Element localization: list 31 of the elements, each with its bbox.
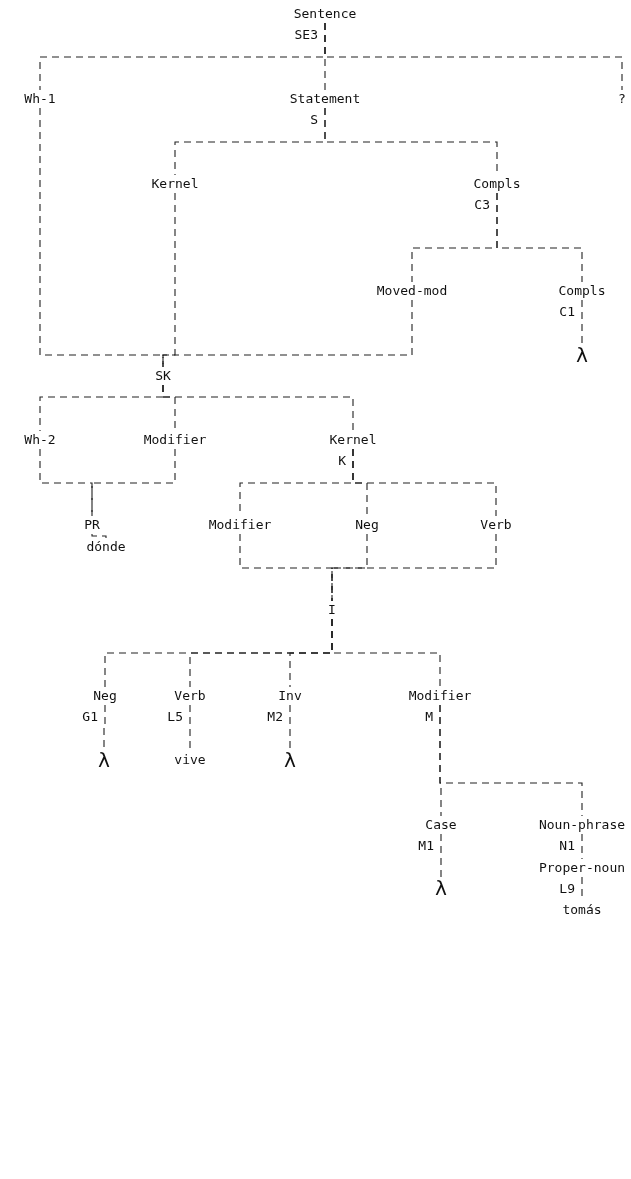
rule-label: C3 — [474, 197, 490, 213]
tree-branch-line — [162, 299, 413, 368]
lambda-symbol: λ — [97, 751, 111, 769]
rule-label: N1 — [559, 838, 575, 854]
tree-branch-line — [331, 618, 441, 688]
tree-branch-line — [496, 192, 583, 283]
rule-label: SE3 — [294, 27, 318, 43]
tree-branch-line — [324, 22, 623, 91]
rule-label: M — [425, 709, 433, 725]
rule-label: S — [310, 112, 318, 128]
rule-label: C1 — [559, 304, 575, 320]
tree-branch-line — [581, 833, 583, 860]
rule-label: L9 — [559, 881, 575, 897]
tree-branch-line — [352, 448, 497, 517]
tree-branch-line — [440, 833, 442, 880]
tree-branch-line — [439, 704, 583, 817]
lambda-symbol: λ — [434, 879, 448, 897]
rule-label: K — [338, 453, 346, 469]
node-label: Noun-phrase — [537, 816, 627, 834]
rule-label: L5 — [167, 709, 183, 725]
node-label: Compls — [472, 175, 522, 193]
lambda-symbol: λ — [283, 751, 297, 769]
node-label: Compls — [557, 282, 607, 300]
rule-label: M1 — [418, 838, 434, 854]
lambda-symbol: λ — [575, 346, 589, 364]
tree-branch-line — [91, 533, 107, 539]
tree-branch-line — [162, 384, 354, 432]
tree-branch-line — [91, 448, 176, 517]
rule-label: M2 — [267, 709, 283, 725]
tree-branch-line — [331, 533, 497, 602]
rule-label: G1 — [82, 709, 98, 725]
